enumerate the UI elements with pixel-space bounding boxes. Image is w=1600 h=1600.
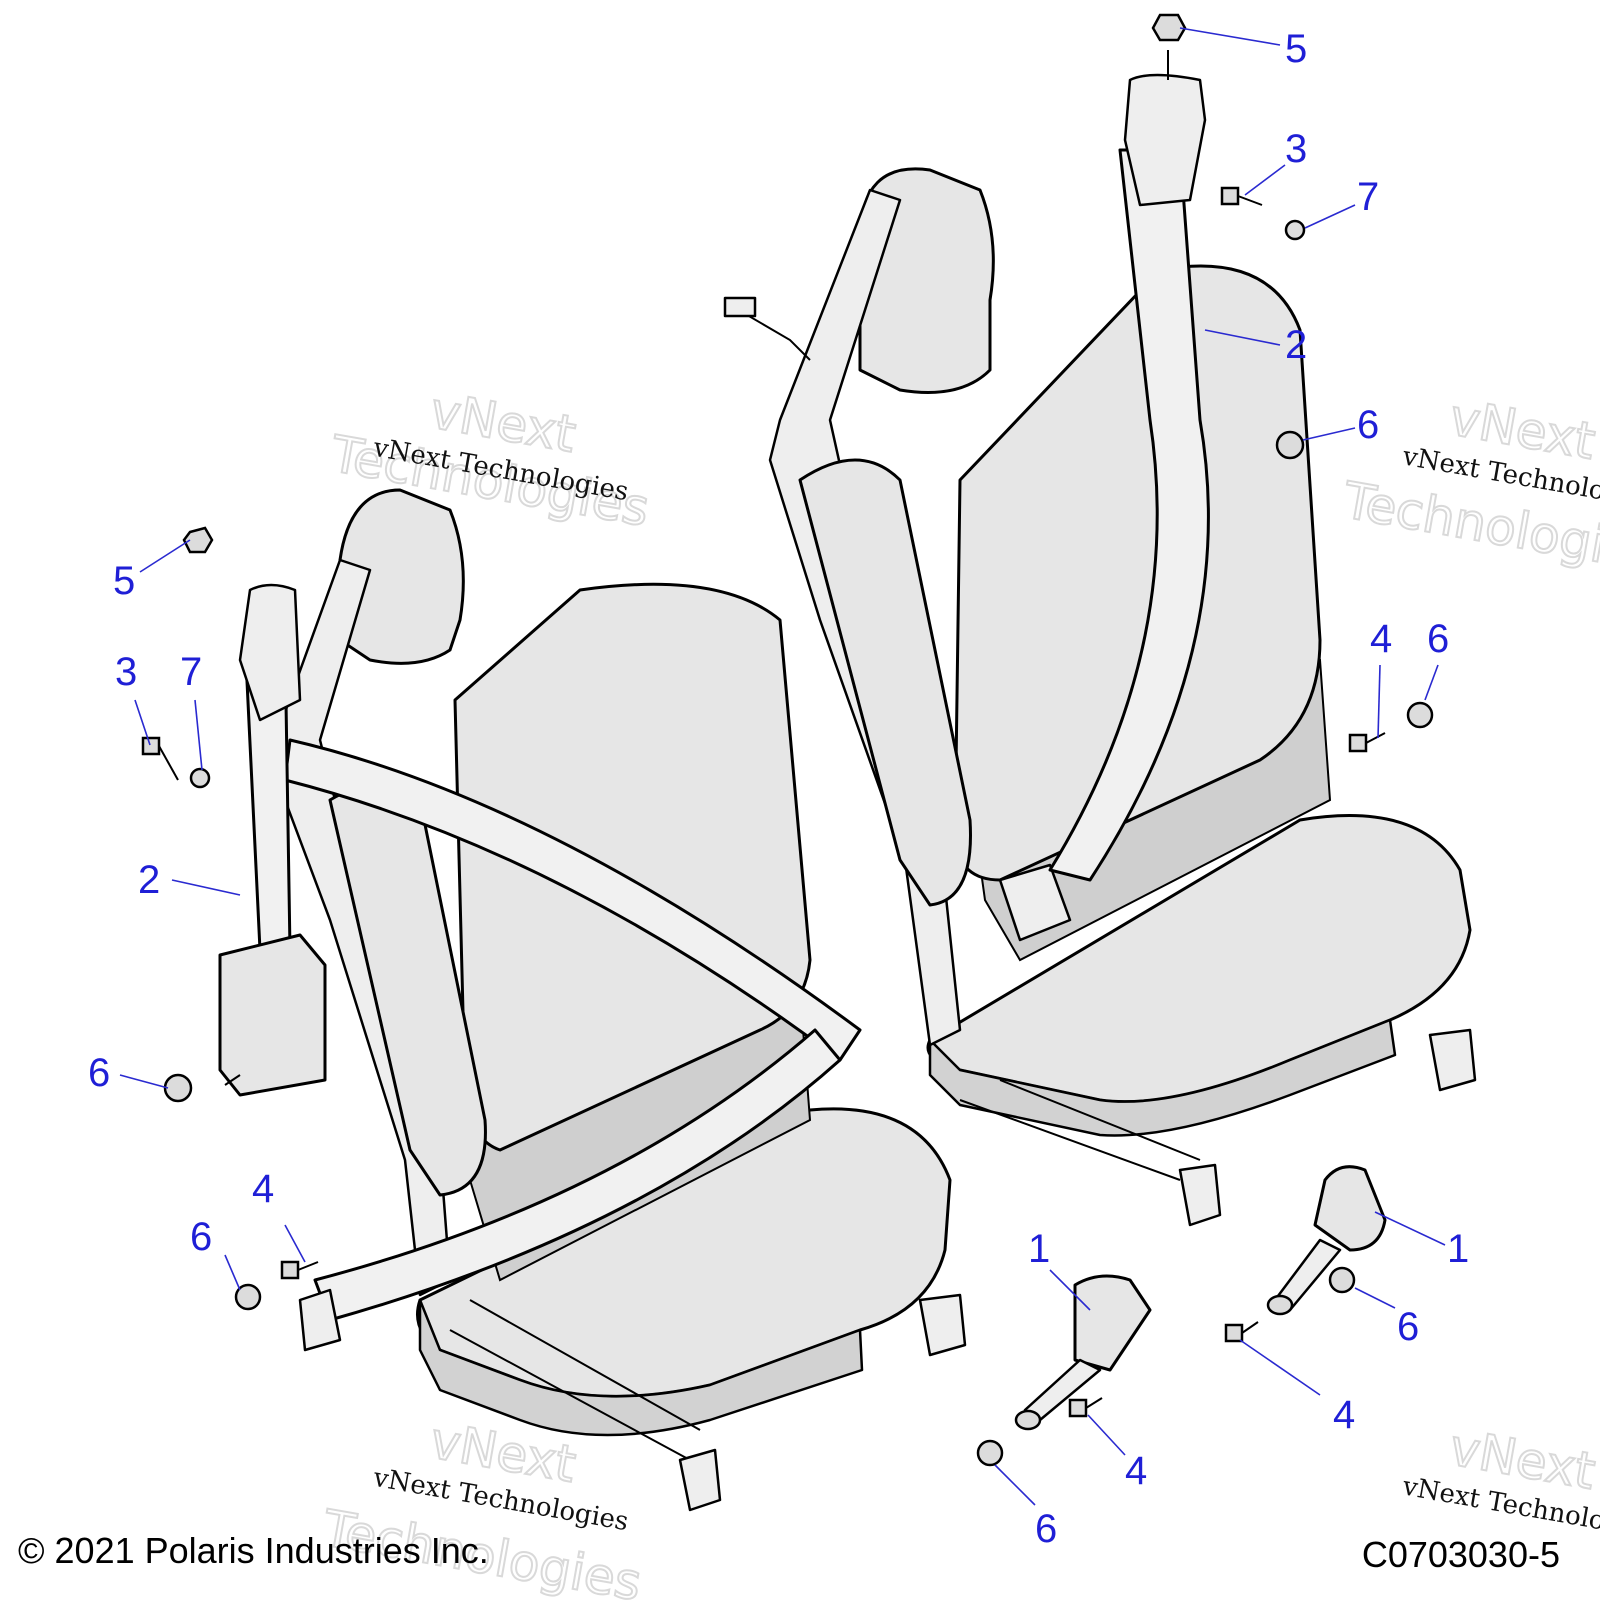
nut-7-right bbox=[1284, 219, 1306, 241]
callout-6-left-lower: 6 bbox=[190, 1215, 212, 1259]
callout-5-right: 5 bbox=[1285, 27, 1307, 71]
left-seatbelt-upper-guide bbox=[238, 583, 302, 722]
right-seat-lever-handle bbox=[723, 296, 757, 318]
bolt-4-d bbox=[1068, 1397, 1103, 1418]
flange-nut-6-a bbox=[1275, 430, 1305, 460]
buckle-right-washer bbox=[1266, 1294, 1294, 1316]
callout-6-right-lower: 6 bbox=[1427, 617, 1449, 661]
right-seatbelt-anchor bbox=[1123, 73, 1207, 207]
left-seat-bracket-front bbox=[678, 1448, 722, 1512]
flange-nut-6-f bbox=[976, 1439, 1004, 1467]
right-seat-back bbox=[953, 264, 1322, 882]
right-seat-rail bbox=[959, 1079, 1201, 1181]
buckle-right bbox=[1266, 1165, 1387, 1316]
bolt-3-right bbox=[1220, 186, 1263, 206]
watermark-bottom-right: vNext vNext Technologies bbox=[1399, 1417, 1600, 1546]
flange-nut-6-c bbox=[163, 1073, 193, 1103]
left-seat bbox=[268, 488, 967, 1512]
bolt-4-c bbox=[1224, 1321, 1259, 1343]
left-seatbelt-retractor-stud bbox=[224, 1074, 241, 1086]
callout-6-bottom: 6 bbox=[1035, 1507, 1057, 1551]
callout-5-left: 5 bbox=[113, 559, 135, 603]
callout-7-left: 7 bbox=[180, 650, 202, 694]
right-seat-bolster bbox=[798, 458, 972, 907]
leader-lines bbox=[119, 27, 1446, 1506]
callout-3-left: 3 bbox=[115, 650, 137, 694]
callout-6-buckle: 6 bbox=[1397, 1305, 1419, 1349]
bolt-3-left bbox=[141, 736, 179, 781]
callouts: 5 3 7 2 6 4 6 5 3 7 2 6 4 6 1 1 6 4 4 6 bbox=[88, 27, 1469, 1551]
left-seat-bracket-rear bbox=[918, 1293, 967, 1357]
left-seatbelt-retractor bbox=[218, 933, 327, 1097]
right-seatbelt-strap bbox=[1048, 148, 1210, 882]
bolt-4-b bbox=[280, 1260, 319, 1280]
callout-7-right: 7 bbox=[1357, 175, 1379, 219]
right-seat-bracket-front bbox=[1178, 1163, 1222, 1227]
right-seat bbox=[723, 167, 1477, 1227]
callout-6-left: 6 bbox=[88, 1051, 110, 1095]
callout-1-right: 1 bbox=[1447, 1227, 1469, 1271]
diagram-code: C0703030-5 bbox=[1361, 1534, 1560, 1575]
callout-1-left: 1 bbox=[1028, 1227, 1050, 1271]
nut-5-right bbox=[1151, 13, 1187, 42]
buckle-left-washer bbox=[1014, 1409, 1042, 1431]
nut-7-left bbox=[189, 767, 211, 789]
callout-4-left: 4 bbox=[252, 1167, 274, 1211]
left-seatbelt bbox=[218, 583, 862, 1352]
buckle-left-body bbox=[1073, 1274, 1152, 1372]
right-seat-buckle-mount bbox=[998, 863, 1072, 942]
callout-4-right: 4 bbox=[1370, 617, 1392, 661]
callout-2-left: 2 bbox=[138, 858, 160, 902]
buckle-right-body bbox=[1313, 1165, 1387, 1252]
left-seat-rail bbox=[449, 1299, 701, 1461]
callout-4-buckle-right: 4 bbox=[1333, 1393, 1355, 1437]
flange-nut-6-d bbox=[234, 1283, 262, 1311]
right-seat-bracket-rear bbox=[1428, 1028, 1477, 1092]
flange-nut-6-b bbox=[1406, 701, 1434, 729]
callout-3-right: 3 bbox=[1285, 127, 1307, 171]
left-seat-headrest bbox=[338, 488, 465, 665]
flange-nut-6-e bbox=[1328, 1266, 1356, 1294]
callout-2-right: 2 bbox=[1285, 323, 1307, 367]
buckle-left bbox=[1014, 1274, 1152, 1431]
callout-6-right-upper: 6 bbox=[1357, 403, 1379, 447]
bolt-4-a bbox=[1348, 732, 1386, 753]
copyright-notice: © 2021 Polaris Industries Inc. bbox=[18, 1530, 489, 1571]
nut-5-left bbox=[182, 526, 214, 554]
buckle-left-stem bbox=[1023, 1358, 1102, 1422]
right-seatbelt bbox=[1048, 50, 1210, 882]
left-seatbelt-lap-anchor bbox=[298, 1288, 342, 1352]
right-seat-cushion-side bbox=[928, 1018, 1397, 1137]
callout-4-buckle-left: 4 bbox=[1125, 1449, 1147, 1493]
